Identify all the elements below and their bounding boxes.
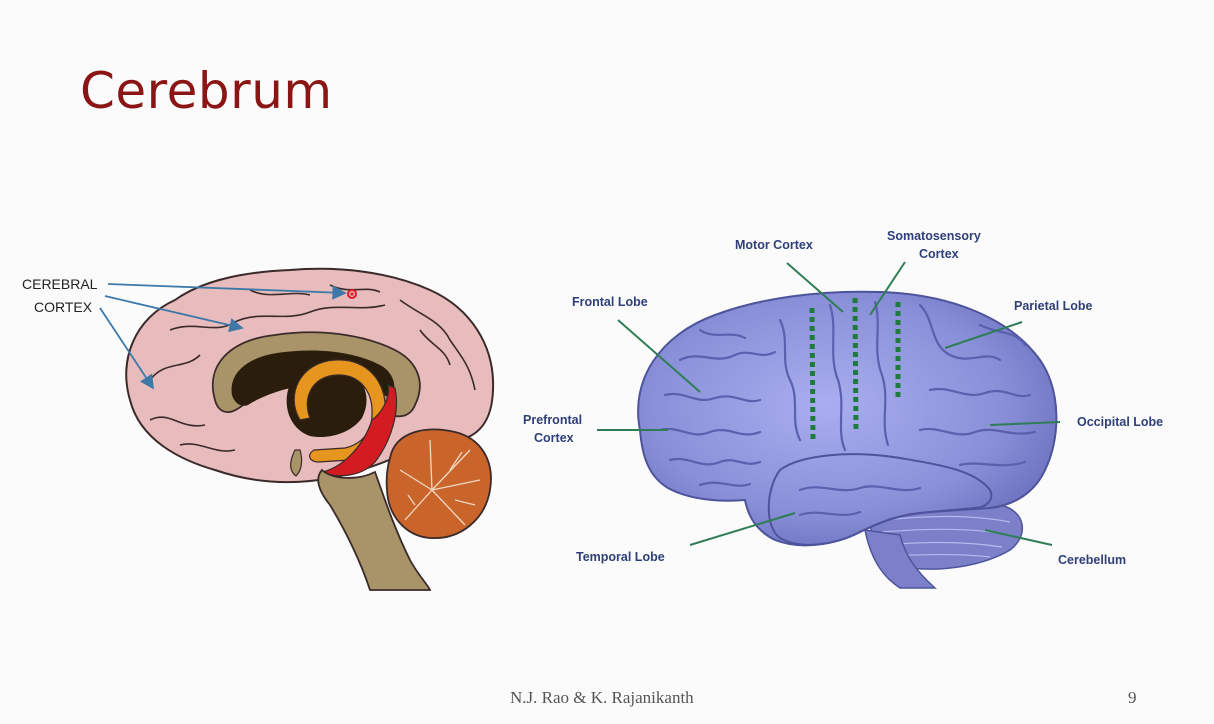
prefrontal-cortex-label: Cortex [534, 431, 574, 445]
page-number: 9 [1128, 688, 1137, 708]
parietal-lobe-label: Parietal Lobe [1014, 299, 1093, 313]
motor-cortex-label: Motor Cortex [735, 238, 813, 252]
cortex-label: CORTEX [34, 299, 93, 315]
temporal-lobe-label: Temporal Lobe [576, 550, 665, 564]
cerebellum-shape [387, 429, 491, 538]
footer-author: N.J. Rao & K. Rajanikanth [510, 688, 694, 708]
prefrontal-label: Prefrontal [523, 413, 582, 427]
lateral-brain-diagram: Motor Cortex Somatosensory Cortex Fronta… [523, 229, 1163, 588]
somatosensory-label: Somatosensory [887, 229, 981, 243]
frontal-lobe-label: Frontal Lobe [572, 295, 648, 309]
medial-brain-diagram: CEREBRAL CORTEX [22, 269, 493, 590]
cerebellum-label: Cerebellum [1058, 553, 1126, 567]
occipital-lobe-label: Occipital Lobe [1077, 415, 1163, 429]
cerebral-label: CEREBRAL [22, 276, 98, 292]
somatosensory-cortex-label: Cortex [919, 247, 959, 261]
